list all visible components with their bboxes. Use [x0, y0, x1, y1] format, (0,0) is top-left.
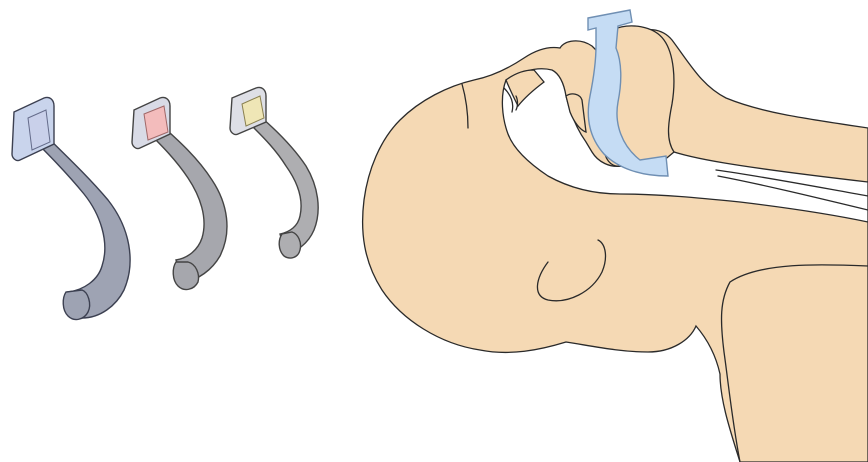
medium-airway-tip	[173, 262, 198, 289]
medium-oropharyngeal-airway	[132, 97, 227, 289]
large-airway-tip	[63, 290, 89, 319]
patient-head	[363, 10, 868, 462]
large-airway-bite-block	[28, 110, 50, 150]
large-airway-tube	[30, 128, 130, 318]
large-oropharyngeal-airway	[12, 97, 130, 319]
small-oropharyngeal-airway	[230, 87, 318, 258]
medium-airway-tube	[150, 124, 227, 282]
small-airway-tip	[279, 232, 300, 258]
